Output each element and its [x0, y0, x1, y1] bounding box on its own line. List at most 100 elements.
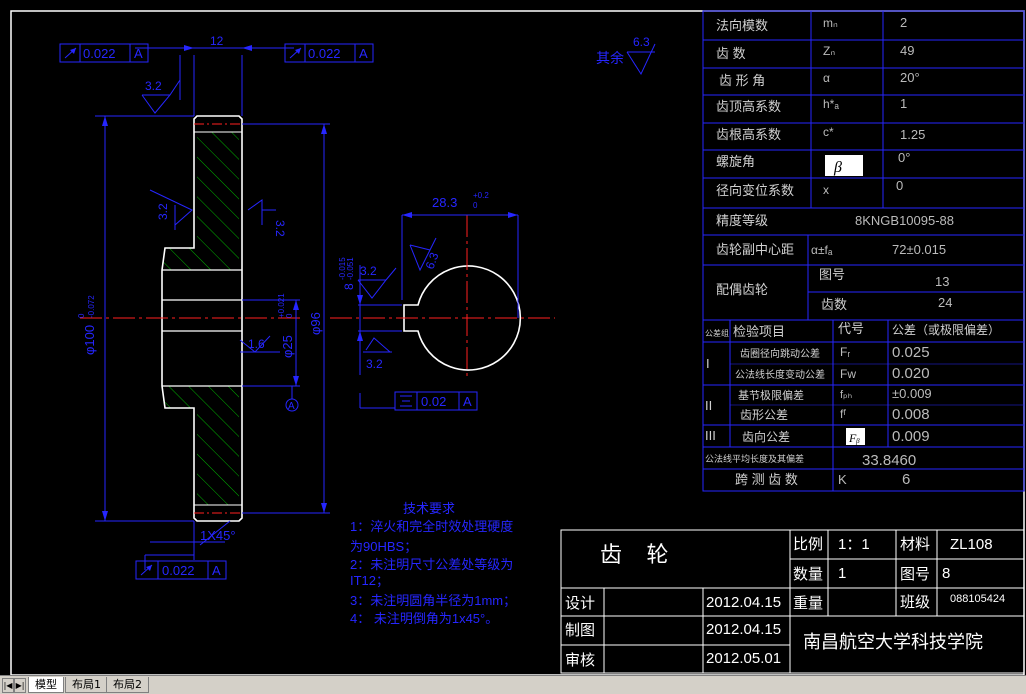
span-teeth-value: 6	[902, 471, 910, 488]
dim-diameter-100-tol-lower: -0.072	[87, 295, 96, 318]
param-label-shift: 径向变位系数	[716, 183, 794, 198]
class-label: 班级	[900, 594, 930, 611]
inspection-value-1: 0.025	[892, 344, 930, 361]
common-normal-label: 公法线平均长度及其偏差	[705, 453, 804, 464]
dim-keyway-width-tol: -0.015	[338, 257, 347, 280]
inspection-value-3: ±0.009	[892, 386, 932, 401]
param-label-pressure-angle: 齿 形 角	[719, 73, 765, 88]
tech-req-line-2: 为90HBS；	[350, 539, 417, 555]
tech-req-line-6: 4： 未注明倒角为1x45°。	[350, 611, 498, 626]
hub-keyway-view: 28.3 +0.2 0 8 -0.015 -0.051 3.2 3.2 6.3	[330, 191, 555, 411]
item-header: 检验项目	[733, 324, 785, 339]
tab-nav-next-icon[interactable]: ▶|	[14, 678, 26, 693]
dim-width: 12	[210, 34, 224, 48]
inspection-code-5: Fᵦ	[848, 431, 860, 445]
roughness-keyway-3: 6.3	[423, 250, 442, 271]
dim-keyway-width: 8	[342, 283, 356, 290]
layout-tab-bar: |◀ ▶| 模型 布局1 布局2	[0, 675, 1026, 694]
span-teeth-symbol: K	[838, 472, 847, 487]
dim-diameter-96: φ96	[308, 312, 323, 335]
quantity-label: 数量	[793, 566, 823, 583]
fbeta-symbol-box	[846, 428, 865, 445]
code-header: 代号	[838, 321, 864, 336]
param-symbol-addendum: h*ₐ	[823, 97, 839, 111]
technical-requirements: 技术要求 1：淬火和完全时效处理硬度 为90HBS； 2：未注明尺寸公差处等级为…	[350, 501, 516, 626]
roughness-3: 3.2	[273, 220, 287, 237]
inspection-code-1: Fᵣ	[840, 345, 850, 359]
runout-frame-bottom: 0.022 A	[135, 560, 227, 580]
mating-gear-label: 配偶齿轮	[716, 282, 768, 297]
drawn-label: 制图	[565, 622, 595, 639]
inspection-value-4: 0.008	[892, 406, 930, 423]
cad-drawing-canvas[interactable]: 法向模数 mₙ 2 齿 数 Zₙ 49 齿 形 角 α 20° 齿顶高系数 h*…	[0, 0, 1026, 675]
roughness-rest-label: 其余	[596, 50, 624, 66]
tech-req-line-3: 2：未注明尺寸公差处等级为	[350, 557, 513, 572]
tab-nav-first-icon[interactable]: |◀	[2, 678, 14, 693]
roughness-2: 3.2	[156, 203, 170, 220]
center-distance-symbol: α±fₐ	[811, 243, 833, 257]
tab-layout-1[interactable]: 布局1	[65, 677, 108, 693]
roughness-keyway-2: 3.2	[366, 357, 383, 371]
inspection-value-5: 0.009	[892, 428, 930, 445]
dim-bore-tol: +0.021	[277, 293, 286, 318]
precision-value: 8KNGB10095-88	[855, 213, 954, 228]
inspection-item-5: 齿向公差	[742, 429, 790, 444]
tech-req-line-1: 1：淬火和完全时效处理硬度	[350, 519, 513, 534]
drawing-no-label: 图号	[900, 566, 930, 583]
dim-bore: φ25	[280, 335, 295, 358]
class-value: 088105424	[950, 593, 1005, 605]
check-date: 2012.05.01	[706, 650, 781, 667]
drawn-date: 2012.04.15	[706, 621, 781, 638]
school-name: 南昌航空大学科技学院	[803, 632, 983, 652]
roughness-16: 1.6	[248, 337, 265, 351]
gear-parameter-table: 法向模数 mₙ 2 齿 数 Zₙ 49 齿 形 角 α 20° 齿顶高系数 h*…	[702, 10, 1025, 492]
dim-chamfer: 1X45°	[200, 528, 236, 543]
center-distance-value: 72±0.015	[892, 242, 946, 257]
inspection-item-1: 齿圈径向跳动公差	[740, 347, 820, 360]
inspection-group-1: I	[706, 356, 710, 371]
tolerance-header: 公差（或极限偏差）	[892, 322, 1000, 337]
drawing-no-value: 8	[942, 565, 950, 582]
inspection-item-3: 基节极限偏差	[738, 388, 804, 402]
group-header: 公差组	[705, 328, 729, 338]
design-label: 设计	[565, 595, 595, 612]
param-value-addendum: 1	[900, 96, 907, 111]
scale-label: 比例	[793, 536, 823, 553]
tab-model[interactable]: 模型	[28, 677, 64, 693]
runout-value-1: 0.022	[83, 46, 116, 61]
inspection-group-2: II	[705, 398, 712, 413]
param-symbol-teeth: Zₙ	[823, 44, 835, 58]
param-label-addendum: 齿顶高系数	[716, 99, 781, 114]
dim-keyway-width-tol-lower: -0.051	[346, 257, 355, 280]
part-name: 齿 轮	[600, 542, 668, 567]
material-label: 材料	[900, 536, 930, 553]
param-symbol-dedendum: c*	[823, 125, 834, 139]
tech-req-line-5: 3：未注明圆角半径为1mm；	[350, 593, 516, 609]
runout-datum-3: A	[212, 563, 221, 578]
inspection-value-2: 0.020	[892, 365, 930, 382]
dim-diameter-100-tol-upper: 0	[77, 313, 86, 318]
mating-teeth-label: 齿数	[821, 297, 847, 312]
inspection-item-4: 齿形公差	[740, 408, 788, 422]
param-symbol-shift: x	[823, 183, 829, 197]
param-symbol-pressure-angle: α	[823, 71, 830, 85]
param-label-dedendum: 齿根高系数	[716, 127, 781, 142]
design-date: 2012.04.15	[706, 594, 781, 611]
symmetry-value: 0.02	[421, 394, 446, 409]
datum-a-letter: A	[288, 401, 295, 412]
inspection-item-2: 公法线长度变动公差	[735, 368, 825, 381]
param-label-helix: 螺旋角	[716, 154, 755, 169]
span-teeth-label: 跨 测 齿 数	[735, 472, 798, 487]
param-value-pressure-angle: 20°	[900, 70, 920, 85]
runout-frame-top-left: 0.022 A	[59, 43, 149, 63]
keyway-outline	[403, 265, 522, 371]
runout-value-2: 0.022	[308, 46, 341, 61]
param-value-teeth: 49	[900, 43, 914, 58]
tab-layout-2[interactable]: 布局2	[106, 677, 149, 693]
mating-drawing-no-value: 13	[935, 274, 949, 289]
common-normal-value: 33.8460	[862, 452, 916, 469]
param-value-helix: 0°	[898, 150, 910, 165]
param-symbol-helix: β	[833, 159, 842, 176]
inspection-code-4: fᶠ	[840, 407, 846, 421]
inspection-group-3: III	[705, 428, 716, 443]
